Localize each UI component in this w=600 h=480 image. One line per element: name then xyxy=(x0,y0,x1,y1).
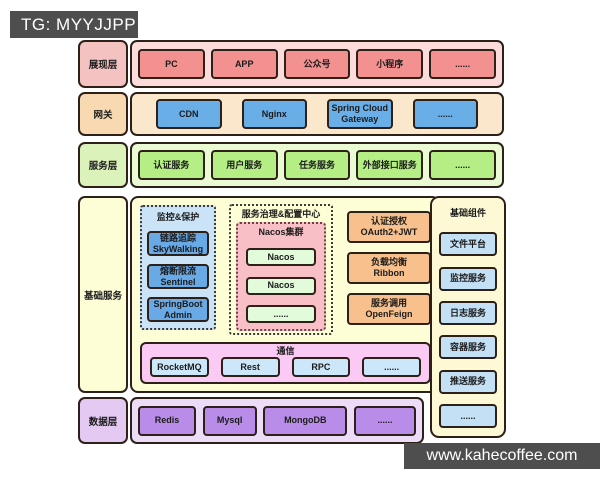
nacos-cluster-box: Nacos集群 Nacos Nacos ...... xyxy=(236,222,326,331)
node-rest: Rest xyxy=(220,357,280,377)
node-ribbon: 负载均衡 Ribbon xyxy=(347,252,431,284)
node-cdn: CDN xyxy=(156,99,222,129)
node-official-account: 公众号 xyxy=(283,49,351,79)
base-services-label: 基础服务 xyxy=(78,196,128,393)
node-redis: Redis xyxy=(138,405,196,436)
node-presentation-more: ...... xyxy=(429,49,496,79)
node-components-more: ...... xyxy=(439,403,497,428)
node-external-api-service: 外部接口服务 xyxy=(356,150,424,180)
node-rpc: RPC xyxy=(291,357,351,377)
node-push-service: 推送服务 xyxy=(439,369,497,394)
communication-group: 通信 RocketMQ Rest RPC ...... xyxy=(140,342,431,384)
node-mysql: Mysql xyxy=(202,405,257,436)
node-sentinel: 熔断限流 Sentinel xyxy=(147,264,209,289)
gateway-layer-content: CDN Nginx Spring Cloud Gateway ...... xyxy=(130,92,504,136)
node-skywalking: 链路追踪 SkyWalking xyxy=(147,231,209,256)
data-layer-label: 数据层 xyxy=(78,397,128,444)
node-oauth2-jwt: 认证授权 OAuth2+JWT xyxy=(347,211,431,243)
node-nacos-more: ...... xyxy=(246,304,316,323)
service-governance-group: 服务治理&配置中心 Nacos集群 Nacos Nacos ...... xyxy=(229,204,333,335)
node-gateway-more: ...... xyxy=(412,99,478,129)
node-mongodb: MongoDB xyxy=(263,405,348,436)
node-pc: PC xyxy=(138,49,205,79)
node-openfeign: 服务调用 OpenFeign xyxy=(347,293,431,325)
monitoring-protection-title: 监控&保护 xyxy=(156,212,200,222)
aux-services-stack: 认证授权 OAuth2+JWT 负载均衡 Ribbon 服务调用 OpenFei… xyxy=(347,204,431,335)
gateway-layer-label: 网关 xyxy=(78,92,128,136)
node-service-more: ...... xyxy=(429,150,496,180)
base-components-column: 基础组件 文件平台 监控服务 日志服务 容器服务 推送服务 ...... xyxy=(430,196,506,438)
gateway-layer-row: 网关 CDN Nginx Spring Cloud Gateway ...... xyxy=(78,92,504,136)
node-container-service: 容器服务 xyxy=(439,335,497,360)
node-nacos-1: Nacos xyxy=(246,248,316,267)
data-layer-content: Redis Mysql MongoDB ...... xyxy=(130,397,424,444)
base-services-top-groups: 监控&保护 链路追踪 SkyWalking 熔断限流 Sentinel Spri… xyxy=(140,204,431,335)
service-layer-row: 服务层 认证服务 用户服务 任务服务 外部接口服务 ...... xyxy=(78,142,504,188)
node-nacos-2: Nacos xyxy=(246,276,316,295)
node-task-service: 任务服务 xyxy=(283,150,351,180)
watermark-bottom-right: www.kahecoffee.com xyxy=(404,443,600,469)
node-user-service: 用户服务 xyxy=(210,150,278,180)
base-services-section: 基础服务 监控&保护 链路追踪 SkyWalking 熔断限流 Sentinel… xyxy=(78,196,440,393)
node-auth-service: 认证服务 xyxy=(138,150,205,180)
monitoring-protection-group: 监控&保护 链路追踪 SkyWalking 熔断限流 Sentinel Spri… xyxy=(140,205,216,330)
service-governance-title: 服务治理&配置中心 xyxy=(241,209,321,219)
node-file-platform: 文件平台 xyxy=(439,232,497,257)
base-components-title: 基础组件 xyxy=(449,208,486,218)
presentation-layer-label: 展现层 xyxy=(78,40,128,88)
node-rocketmq: RocketMQ xyxy=(150,357,209,377)
node-mini-program: 小程序 xyxy=(356,49,424,79)
nacos-cluster-title: Nacos集群 xyxy=(258,227,304,237)
watermark-top-left: TG: MYYJJPP xyxy=(10,11,138,38)
presentation-layer-row: 展现层 PC APP 公众号 小程序 ...... xyxy=(78,40,504,88)
node-springboot-admin: SpringBoot Admin xyxy=(147,297,209,322)
communication-items: RocketMQ Rest RPC ...... xyxy=(150,357,421,377)
node-communication-more: ...... xyxy=(362,357,421,377)
service-layer-content: 认证服务 用户服务 任务服务 外部接口服务 ...... xyxy=(130,142,504,188)
service-layer-label: 服务层 xyxy=(78,142,128,188)
communication-title: 通信 xyxy=(276,346,295,356)
base-services-content: 监控&保护 链路追踪 SkyWalking 熔断限流 Sentinel Spri… xyxy=(130,196,440,393)
node-log-service: 日志服务 xyxy=(439,300,497,325)
node-data-more: ...... xyxy=(353,405,416,436)
presentation-layer-content: PC APP 公众号 小程序 ...... xyxy=(130,40,504,88)
node-app: APP xyxy=(210,49,278,79)
node-spring-cloud-gateway: Spring Cloud Gateway xyxy=(327,99,393,129)
node-monitoring-service: 监控服务 xyxy=(439,266,497,291)
data-layer-row: 数据层 Redis Mysql MongoDB ...... xyxy=(78,397,424,444)
node-nginx: Nginx xyxy=(241,99,307,129)
architecture-diagram: 展现层 PC APP 公众号 小程序 ...... 网关 CDN Nginx S… xyxy=(78,40,506,450)
